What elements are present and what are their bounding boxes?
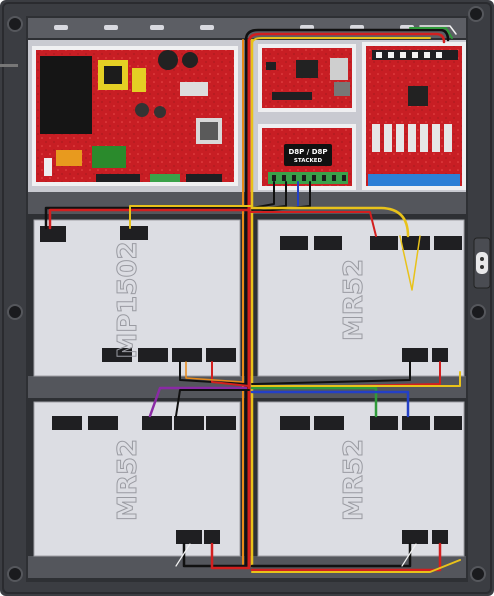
module-top-left: MP1502	[33, 219, 241, 377]
mount-hole-icon	[468, 6, 484, 22]
module-label: MR52	[339, 439, 369, 521]
dbp-label-line1: D8P / D8P	[288, 148, 327, 156]
mount-hole-icon	[470, 566, 486, 582]
door-latch[interactable]	[473, 237, 491, 289]
wiring-harness	[44, 25, 461, 573]
module-top-right: MR52	[257, 219, 465, 377]
mounting-holes	[7, 6, 486, 582]
mount-hole-icon	[7, 566, 23, 582]
module-label: MR52	[113, 439, 143, 521]
dbp-label-badge	[284, 144, 332, 166]
module-label: MR52	[339, 259, 369, 341]
latch-icon	[480, 257, 484, 261]
mount-hole-icon	[7, 16, 23, 32]
power-supply-board	[32, 46, 238, 186]
mount-hole-icon	[7, 304, 23, 320]
module-bottom-left: MR52	[33, 401, 241, 557]
module-label: MP1502	[113, 241, 143, 358]
mount-hole-icon	[470, 304, 486, 320]
relay-output-board	[362, 42, 466, 190]
controller-board	[258, 44, 356, 112]
dbp-label-line2: STACKED	[294, 158, 323, 164]
module-bottom-right: MR52	[257, 401, 465, 557]
dbp-stacked-board: D8P / D8P STACKED	[258, 124, 356, 190]
